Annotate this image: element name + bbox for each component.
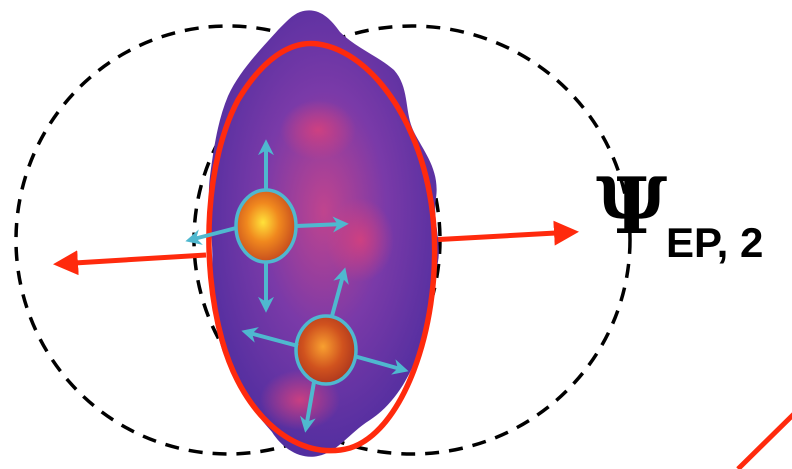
reaction-plane-arrow-left (58, 255, 206, 264)
event-plane-subscript: EP, 2 (666, 222, 763, 264)
flow-arrow-right (296, 224, 344, 226)
medium-hotspot-upper (280, 100, 356, 160)
event-plane-symbol: Ψ (596, 168, 667, 246)
corner-red-line (738, 408, 792, 469)
medium-hotspot-middle (326, 198, 394, 282)
reaction-plane-arrow-right (430, 232, 574, 240)
